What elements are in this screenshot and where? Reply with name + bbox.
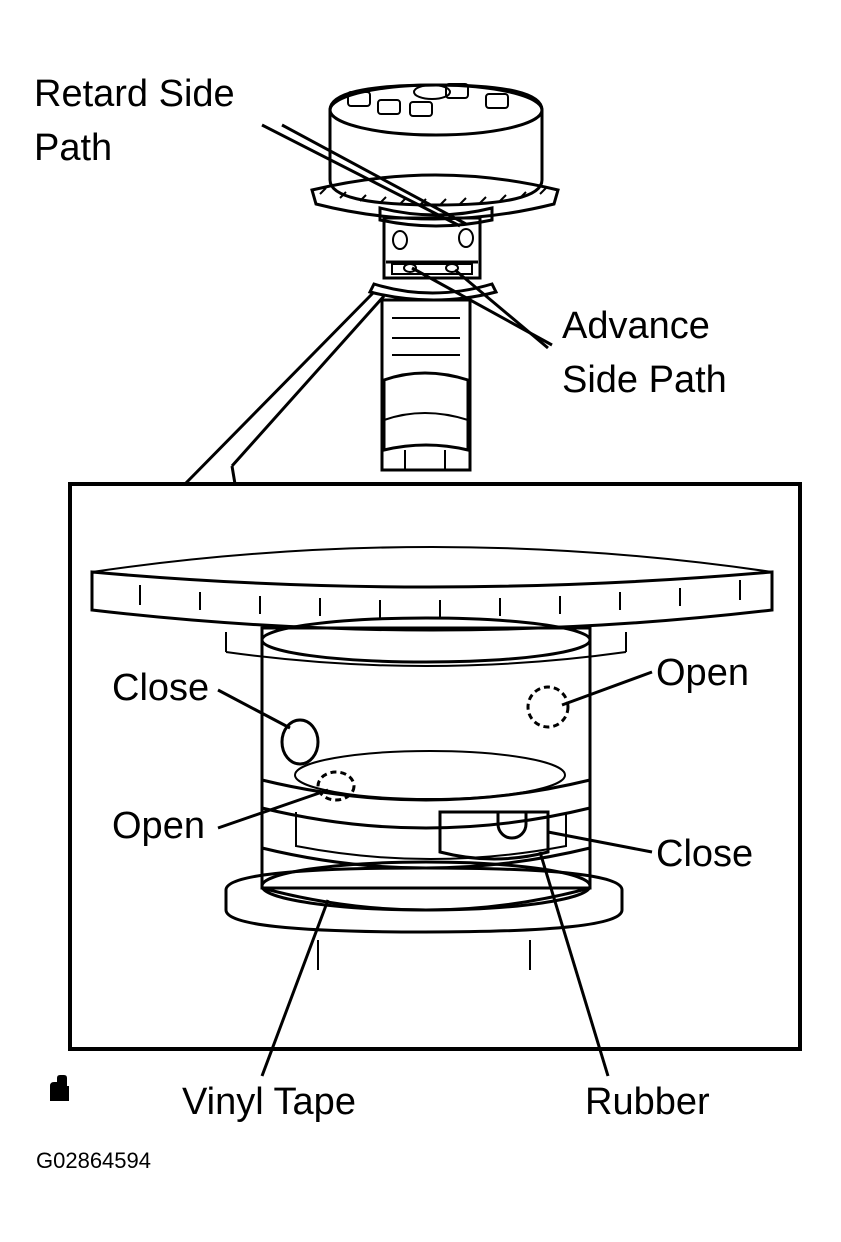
open-port-left — [316, 770, 356, 802]
camshaft-journal — [367, 216, 499, 302]
close-port-left — [280, 718, 320, 766]
detail-base-flange — [224, 866, 624, 970]
figure-code: G02864594 — [36, 1148, 151, 1173]
detail-leaders — [217, 670, 653, 1077]
detail-callout-lines — [183, 290, 386, 486]
open-right-label: Open — [656, 652, 749, 694]
timing-sprocket — [310, 173, 560, 228]
vinyl-tape-band — [260, 846, 592, 912]
retard-side-path-leaders — [261, 123, 467, 228]
housing-bolts — [347, 83, 509, 117]
advance-side-path-label-line2: Side Path — [562, 359, 727, 401]
open-left-label: Open — [112, 805, 205, 847]
retard-side-path-label-line2: Path — [34, 127, 112, 169]
detail-journal-cylinder — [225, 616, 627, 912]
vinyl-tape-label: Vinyl Tape — [182, 1081, 356, 1123]
rubber-label: Rubber — [585, 1081, 710, 1123]
retard-side-path-label-line1: Retard Side — [34, 73, 235, 115]
advance-side-path-leaders — [411, 266, 553, 350]
close-left-label: Close — [112, 667, 209, 709]
open-port-right — [526, 685, 570, 729]
advance-side-path-label-line1: Advance — [562, 305, 710, 347]
close-right-label: Close — [656, 833, 753, 875]
rubber-plug — [438, 810, 550, 861]
glove-icon — [50, 1075, 69, 1101]
vvt-controller-assembly — [310, 83, 560, 472]
controller-housing — [328, 83, 544, 207]
camshaft — [380, 298, 472, 472]
detail-box — [68, 482, 802, 1051]
